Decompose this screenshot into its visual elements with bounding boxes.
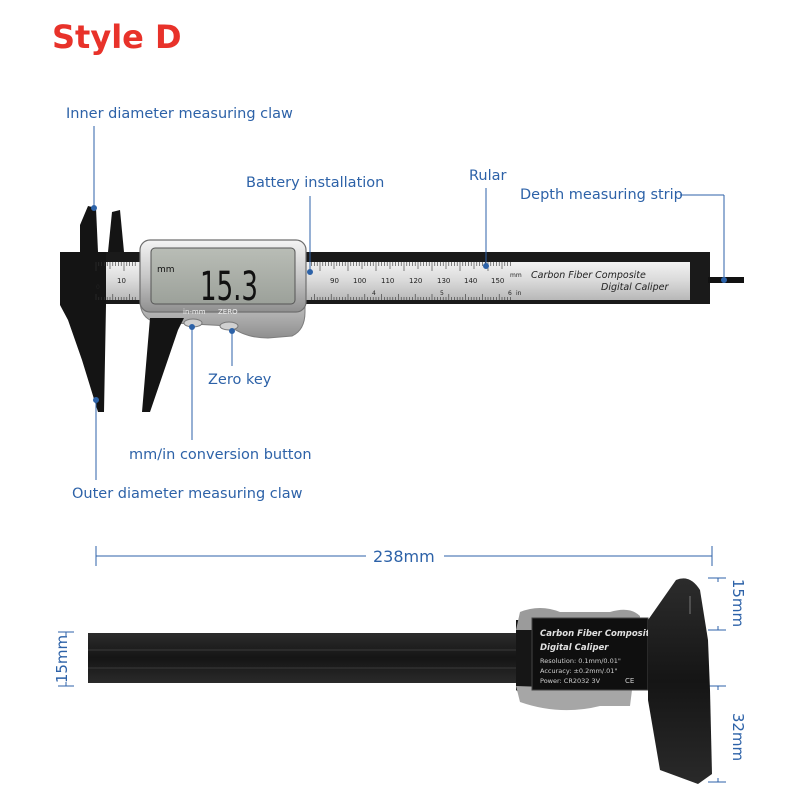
scale-ticks bbox=[95, 262, 511, 300]
inch-unit: in bbox=[516, 290, 522, 297]
scale-tick-label: 150 bbox=[491, 277, 504, 285]
lcd-reading: 15.3 bbox=[200, 264, 258, 310]
zero-button-label: ZERO bbox=[218, 308, 238, 316]
lcd-screen bbox=[150, 247, 296, 305]
brand-line-1: Carbon Fiber Composite bbox=[531, 270, 646, 281]
scale-tick-label: 140 bbox=[464, 277, 477, 285]
spec-line-2: Digital Caliper bbox=[540, 643, 609, 653]
label-depth: Depth measuring strip bbox=[520, 187, 683, 203]
spec-line-1: Carbon Fiber Composite bbox=[540, 629, 656, 639]
label-inner-claw: Inner diameter measuring claw bbox=[66, 106, 293, 122]
scale-tick-label: 110 bbox=[381, 277, 394, 285]
in-mm-button-label: in-mm bbox=[183, 308, 206, 316]
label-mm-in: mm/in conversion button bbox=[129, 447, 312, 463]
brand-line-2: Digital Caliper bbox=[601, 282, 669, 293]
annotation-lines bbox=[91, 126, 727, 480]
label-zero-key: Zero key bbox=[208, 372, 272, 388]
scale-tick-label: 90 bbox=[330, 277, 339, 285]
inch-tick-label: 6 bbox=[508, 290, 512, 297]
zero-mark: 0 bbox=[96, 284, 100, 291]
fixed-inner-claw bbox=[80, 206, 98, 252]
scale-tick-label: 120 bbox=[409, 277, 422, 285]
label-rular: Rular bbox=[469, 168, 507, 184]
scale-unit: mm bbox=[510, 272, 522, 279]
spec-power: Power: CR2032 3V bbox=[540, 677, 601, 685]
label-outer-claw: Outer diameter measuring claw bbox=[72, 486, 303, 502]
spec-accuracy: Accuracy: ±0.2mm/.01" bbox=[540, 667, 617, 675]
dimension-lines bbox=[58, 546, 726, 783]
spec-plate bbox=[531, 617, 649, 691]
inch-tick-label: 4 bbox=[372, 290, 376, 297]
label-battery: Battery installation bbox=[246, 175, 385, 191]
inch-tick-label: 5 bbox=[440, 290, 444, 297]
sliding-inner-claw bbox=[108, 210, 124, 252]
back-slider-lower bbox=[516, 686, 632, 711]
spec-marks: CE bbox=[625, 677, 634, 685]
scale-tick-label: 100 bbox=[353, 277, 366, 285]
lcd-unit: mm bbox=[157, 265, 175, 275]
back-jaw bbox=[648, 578, 712, 784]
spec-resolution: Resolution: 0.1mm/0.01" bbox=[540, 657, 621, 665]
sliding-outer-jaw bbox=[142, 318, 184, 412]
zero-button[interactable] bbox=[219, 321, 239, 331]
caliper-top-view: mm 15.3 in-mm ZERO 10 90 100 110 120 130… bbox=[60, 206, 744, 412]
scale-tick-label: 10 bbox=[117, 277, 126, 285]
dimension-length: 238mm bbox=[373, 547, 435, 566]
scale-tick-label: 130 bbox=[437, 277, 450, 285]
back-beam bbox=[88, 633, 528, 683]
style-title: Style D bbox=[52, 18, 182, 56]
fixed-outer-jaw bbox=[60, 252, 106, 412]
caliper-back-view: Carbon Fiber Composite Digital Caliper R… bbox=[88, 578, 712, 784]
